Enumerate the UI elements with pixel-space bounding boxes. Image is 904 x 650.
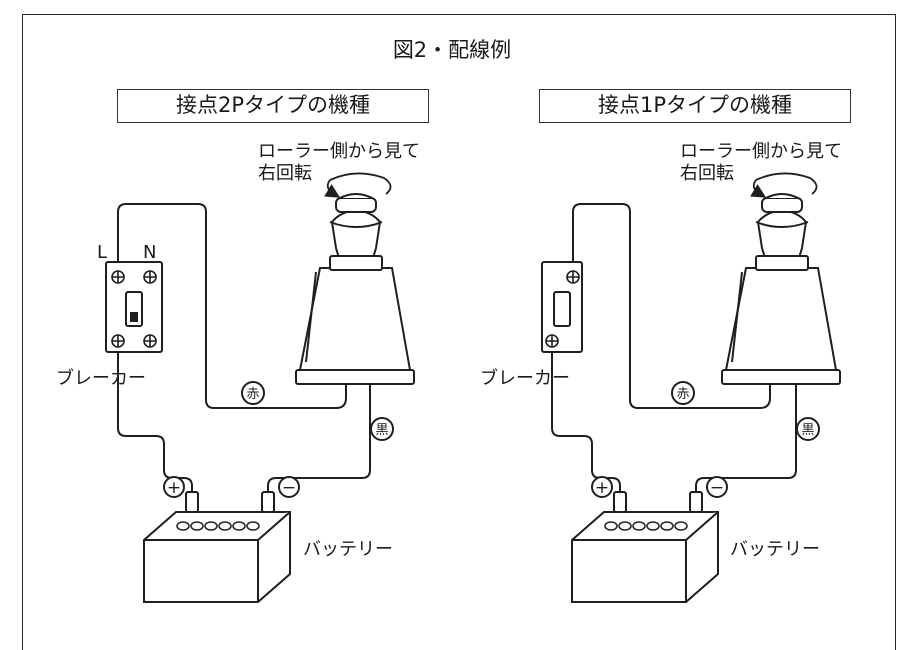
heading-2p-type: 接点2Pタイプの機種 [117,89,429,123]
terminal-screws-left [111,270,157,348]
wire-breaker-to-plus-right [551,352,621,500]
minus-text-left: − [282,478,296,498]
rotation-line2-right: 右回転 [680,163,734,184]
rotation-line1-right: ローラー側から見て [680,141,842,162]
minus-symbol-left [278,476,300,498]
red-mark-circle-right [671,381,695,405]
wire-breaker-to-plus-left [117,352,193,500]
battery-label-left: バッテリー [303,539,393,560]
wire-breaker-to-winch-left [117,203,347,409]
rotation-label-right: ローラー側から見て 右回転 [680,141,842,185]
wire-winch-to-minus-left [267,384,371,500]
red-mark-text-right: 赤 [676,387,689,402]
breaker-switch-right [553,291,571,327]
rotation-line2-left: 右回転 [258,163,312,184]
wire-winch-to-minus-right [695,384,797,500]
minus-symbol-right [706,476,728,498]
battery-label-right: バッテリー [730,539,820,560]
rotation-arrow-right [754,172,818,194]
plus-text-left: + [167,478,181,498]
heading-1p-type: 接点1Pタイプの機種 [539,89,851,123]
wire-breaker-to-winch-right [572,203,771,409]
rotation-label-left: ローラー側から見て 右回転 [258,141,420,185]
breaker-label-left: ブレーカー [56,368,146,389]
plus-symbol-right [591,476,613,498]
diagram-frame [22,14,896,650]
rotation-line1-left: ローラー側から見て [258,141,420,162]
minus-text-right: − [710,478,724,498]
terminal-screws-right [545,270,580,348]
plus-symbol-left [163,476,185,498]
battery-right [571,491,719,603]
black-mark-text-left: 黒 [375,423,388,438]
black-mark-circle-left [370,417,394,441]
winch-right [721,193,841,385]
terminal-label-n: N [143,242,157,263]
red-mark-text-left: 赤 [246,387,259,402]
winch-left [295,193,415,385]
breaker-label-right: ブレーカー [480,368,570,389]
black-mark-text-right: 黒 [801,423,814,438]
plus-text-right: + [595,478,609,498]
figure-title: 図2・配線例 [392,38,512,62]
black-mark-circle-right [796,417,820,441]
red-mark-circle-left [241,381,265,405]
terminal-label-l: L [97,242,108,263]
rotation-arrow-left [328,172,392,194]
battery-left [143,491,291,603]
